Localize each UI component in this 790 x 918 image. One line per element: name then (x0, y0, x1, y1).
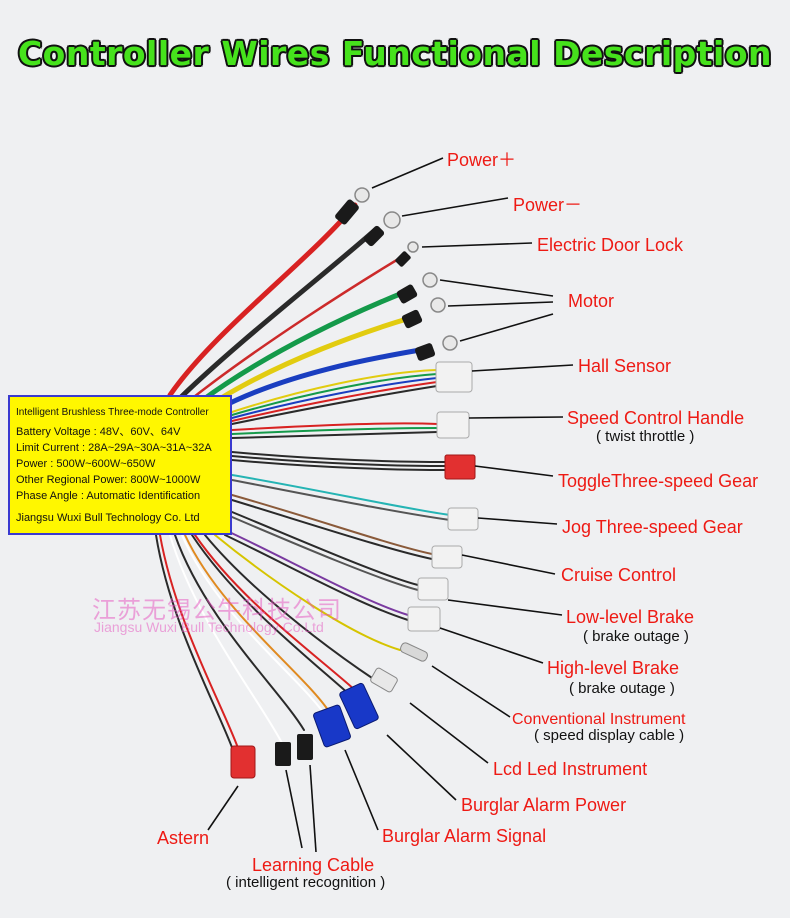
wire-hall-4 (231, 381, 438, 422)
wire-astern-2 (155, 534, 234, 751)
spec-company: Jiangsu Wuxi Bull Technology Co. Ltd (16, 512, 200, 524)
page-title: Controller Wires Functional Description (17, 34, 773, 73)
wire-toggle-2 (231, 455, 447, 467)
connector-low-brake (417, 577, 449, 601)
connector-conv-instrument (400, 642, 428, 662)
wire-throttle-1 (231, 422, 439, 431)
wire-toggle-1 (231, 451, 447, 463)
wire-learning-1 (174, 534, 305, 731)
label-high-brake-sub: ( brake outage ) (569, 680, 675, 697)
label-conventional-instrument: Conventional Instrument (512, 711, 686, 728)
ring-terminals (335, 187, 458, 361)
connectors (230, 361, 479, 779)
wire-conv-instrument (214, 534, 401, 651)
label-motor: Motor (568, 291, 615, 311)
wire-jog-2 (231, 479, 451, 521)
wire-toggle-3 (231, 459, 447, 471)
wire-cruise-2 (231, 499, 433, 560)
label-hall-sensor: Hall Sensor (578, 356, 672, 376)
label-low-brake: Low-level Brake (566, 607, 695, 627)
watermark-en: Jiangsu Wuxi Bull Technology Co.Ltd (94, 619, 324, 635)
spec-row: Limit Current : 28A~29A~30A~31A~32A (16, 442, 212, 454)
connector-throttle (436, 411, 470, 439)
label-conventional-instrument-sub: ( speed display cable ) (534, 727, 685, 744)
leader-lines (207, 157, 574, 853)
wire-lcd (204, 534, 376, 681)
wire-high-brake-2 (224, 534, 409, 621)
spec-row: Battery Voltage : 48V、60V、64V (16, 426, 181, 438)
wire-alarm-power-1 (194, 534, 356, 691)
spec-heading: Intelligent Brushless Three-mode Control… (16, 407, 209, 418)
wire-hall-2 (231, 373, 438, 416)
label-speed-control-handle: Speed Control Handle (567, 408, 745, 428)
connector-hall (435, 361, 473, 393)
label-jog-gear: Jog Three-speed Gear (562, 517, 743, 537)
wire-motor-green (197, 289, 408, 405)
spec-row: Other Regional Power: 800W~1000W (16, 474, 201, 486)
label-learning-cable: Learning Cable (252, 855, 375, 875)
label-speed-control-handle-sub: ( twist throttle ) (596, 428, 695, 445)
label-high-brake: High-level Brake (547, 658, 680, 678)
wire-hall-3 (231, 377, 438, 419)
connector-learning-1 (297, 734, 313, 760)
wire-alarm-signal-2 (181, 534, 324, 713)
label-astern: Astern (157, 828, 210, 848)
label-burglar-alarm-power: Burglar Alarm Power (461, 795, 627, 815)
wire-cruise-1 (231, 494, 433, 555)
wire-power-minus (177, 227, 378, 401)
wire-hall-5 (231, 385, 438, 425)
spec-row: Phase Angle : Automatic Identification (16, 490, 201, 502)
watermark-cn: 江苏无锡公牛科技公司 (92, 596, 342, 624)
connector-high-brake (407, 606, 441, 632)
label-toggle-gear: ToggleThree-speed Gear (558, 471, 759, 491)
wire-jog-1 (231, 474, 451, 516)
connector-astern (230, 745, 256, 779)
label-lcd-led-instrument: Lcd Led Instrument (493, 759, 648, 779)
wire-alarm-signal-1 (184, 534, 329, 711)
connector-alarm-signal (313, 704, 351, 748)
label-learning-cable-sub: ( intelligent recognition ) (226, 874, 386, 891)
connector-alarm-power (339, 682, 379, 730)
wire-motor-yellow (207, 315, 413, 408)
wire-high-brake-1 (224, 529, 409, 616)
connector-toggle (444, 454, 476, 480)
spec-box: Intelligent Brushless Three-mode Control… (8, 395, 232, 535)
label-cruise-control: Cruise Control (561, 565, 677, 585)
wire-astern-1 (159, 534, 239, 749)
wire-alarm-power-2 (191, 534, 351, 696)
wire-low-brake-2 (231, 516, 419, 591)
label-power-minus: Power－ (513, 195, 583, 215)
wire-hall-1 (231, 369, 438, 413)
spec-row: Power : 500W~600W~650W (16, 458, 156, 470)
connector-jog (447, 507, 479, 531)
wire-motor-blue (217, 347, 423, 411)
label-door-lock: Electric Door Lock (537, 235, 684, 255)
wire-throttle-2 (231, 427, 439, 435)
connector-cruise (431, 545, 463, 569)
wire-power-plus (167, 202, 358, 398)
label-power-plus: Power＋ (447, 150, 517, 170)
connector-lcd (370, 667, 398, 693)
wire-door-lock (188, 253, 407, 402)
wire-throttle-3 (231, 431, 439, 439)
label-low-brake-sub: ( brake outage ) (583, 628, 689, 645)
wire-learning-2 (169, 534, 284, 746)
connector-learning-2 (275, 742, 291, 766)
label-burglar-alarm-signal: Burglar Alarm Signal (382, 826, 547, 846)
wire-low-brake-1 (231, 511, 419, 586)
